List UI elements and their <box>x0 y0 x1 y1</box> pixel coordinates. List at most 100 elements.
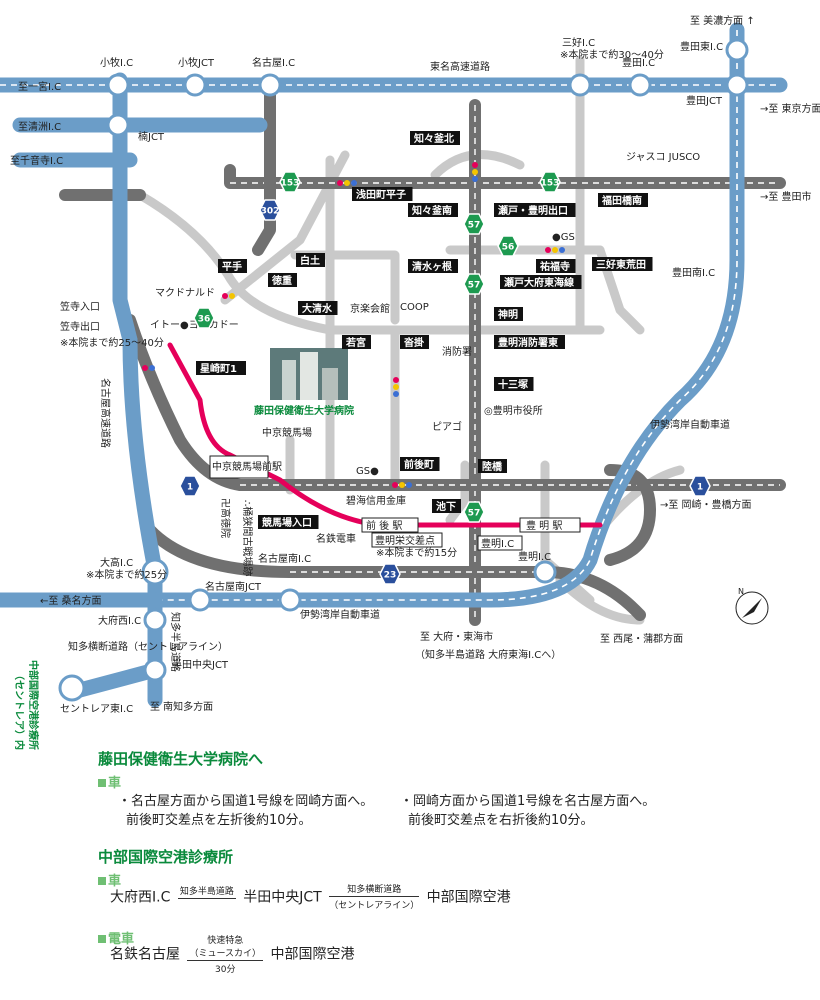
intersection-label: 浅田町平子 <box>356 188 406 201</box>
dir-kiyosu: 至清洲I.C <box>18 120 61 133</box>
intersection-label: 豊明消防署東 <box>498 336 558 349</box>
meitetsu-railway <box>167 342 603 528</box>
place-toyoake-sakae-note: ※本院まで約15分 <box>376 546 457 559</box>
ic-toyota-jct: 豊田JCT <box>686 94 723 107</box>
intersection-box <box>408 259 458 273</box>
airport-train-route: 名鉄名古屋 快速特急（ミュースカイ）30分 中部国際空港 <box>110 936 355 975</box>
place-kyoraku: 京楽会館 <box>350 302 390 315</box>
ic-centrair-east: セントレア東I.C <box>60 702 133 715</box>
intersection-box <box>196 361 246 375</box>
ic-kasadera-note: ※本院まで約25〜40分 <box>60 336 164 349</box>
place-jusco: ジャスコ JUSCO <box>626 152 700 163</box>
intersection-box <box>536 259 576 273</box>
ic-kusunoki-jct: 楠JCT <box>138 130 165 143</box>
intersection-box <box>494 335 565 349</box>
intersection-box <box>400 457 440 471</box>
intersection-box <box>408 203 458 217</box>
intersection-box <box>500 275 582 289</box>
dir-mino: 至 美濃方面 ↑ <box>690 14 755 27</box>
intersection-box <box>400 335 429 349</box>
route-number: 1 <box>187 483 193 493</box>
intersection-label: 大清水 <box>302 302 333 315</box>
intersection-label: 知々釜北 <box>413 132 454 145</box>
intersection-label: 若宮 <box>345 336 366 349</box>
intersection-box <box>478 459 507 473</box>
intersection-label: 三好東荒田 <box>596 258 646 271</box>
dir-obu-tokai-sub: （知多半島道路 大府東海I.Cへ） <box>415 648 561 661</box>
route-number: 57 <box>468 281 481 291</box>
intersection-label: 祐福寺 <box>540 260 570 273</box>
place-okehazama: ∴桶狭間古戦場跡 <box>241 500 254 576</box>
place-hospital: 藤田保健衛生大学病院 <box>254 404 354 417</box>
route-number: 57 <box>468 221 481 231</box>
route-number: 153 <box>541 179 560 189</box>
train-section-label: 電車 <box>98 928 134 947</box>
intersection-box <box>494 203 576 217</box>
dir-kuwana: ←至 桑名方面 <box>40 594 102 607</box>
intersection-box <box>218 259 247 273</box>
intersection-label: 池下 <box>436 500 456 513</box>
ic-odaka-note: ※本院まで約25分 <box>86 568 167 581</box>
place-mcdonalds: マクドナルド <box>155 287 215 299</box>
ic-toyoake: 豊明I.C <box>518 550 551 563</box>
intersection-label: 沓掛 <box>403 336 425 349</box>
ic-kasadera-in: 笠寺入口 <box>60 300 100 313</box>
airport-title: 中部国際空港診療所 <box>98 848 234 866</box>
place-fire: 消防署 <box>442 345 472 358</box>
place-cityhall: ◎豊明市役所 <box>484 404 543 417</box>
intersection-label: 瀬戸大府東海線 <box>504 276 574 289</box>
signal-dots <box>142 162 565 488</box>
intersection-box <box>268 273 297 287</box>
ic-ise-bay-west: 伊勢湾岸自動車道 <box>300 608 380 621</box>
ic-nagoya-minami-jct: 名古屋南JCT <box>205 580 262 593</box>
intersection-label: 瀬戸・豊明出口 <box>498 204 568 217</box>
place-labels: ジャスコ JUSCO ●GS GS● マクドナルド イトー●ヨーカドー 京楽会館… <box>13 152 700 750</box>
intersection-label: 陸橋 <box>482 460 503 473</box>
hospital-title: 藤田保健衛生大学病院へ <box>98 750 264 768</box>
toyoake-ic-box: 豊明I.C <box>481 537 514 550</box>
dir-tokyo: →至 東京方面 <box>760 102 820 115</box>
route-badge <box>497 235 519 257</box>
intersection-box <box>298 301 338 315</box>
route-badge <box>463 273 485 295</box>
ic-toyota: 豊田I.C <box>622 56 655 69</box>
place-centrair: 中部国際空港診療所 <box>27 660 40 750</box>
ic-toyota-higashi: 豊田東I.C <box>680 40 723 53</box>
route-number: 57 <box>468 509 481 519</box>
place-centrair-sub: （セントレア）内 <box>13 670 26 750</box>
dir-nishio: 至 西尾・蒲郡方面 <box>600 632 683 645</box>
route-badge <box>463 213 485 235</box>
ic-miyoshi: 三好I.C <box>562 37 595 49</box>
station-zengo: 前 後 駅 <box>366 519 402 532</box>
ic-chita-road: 知多半島道路 <box>169 612 182 672</box>
place-takatokuin: 卍高徳院 <box>219 498 232 538</box>
intersection-label: 十三塚 <box>498 378 528 391</box>
route-badge <box>179 475 201 497</box>
ic-odaka: 大高I.C <box>100 556 133 569</box>
intersection-label: 平手 <box>222 260 242 273</box>
route-number: 1 <box>697 483 703 493</box>
place-piago: ピアゴ <box>432 420 462 433</box>
dir-toyota-city: →至 豊田市 <box>760 190 812 203</box>
place-gs1: ●GS <box>552 232 575 243</box>
dir-minami-chita: 至 南知多方面 <box>150 700 213 713</box>
intersection-label: 競馬場入口 <box>262 516 312 529</box>
intersection-label: 福田橋南 <box>601 194 642 207</box>
route-number: 56 <box>502 243 515 253</box>
ic-ise-bay-east: 伊勢湾岸自動車道 <box>650 418 730 431</box>
place-racecourse: 中京競馬場 <box>262 426 312 439</box>
intersection-box <box>494 377 534 391</box>
place-hekikai: 碧海信用金庫 <box>346 494 406 507</box>
route-badge <box>379 563 401 585</box>
ic-labels: 小牧I.C 小牧JCT 名古屋I.C 東名高速道路 三好I.C ※本院まで約30… <box>60 37 730 715</box>
ic-toyota-minami: 豊田南I.C <box>672 266 715 279</box>
station-chukyo: 中京競馬場前駅 <box>212 460 282 473</box>
station-toyoake: 豊 明 駅 <box>526 519 562 532</box>
intersection-box <box>296 253 325 267</box>
route-badge <box>463 501 485 523</box>
intersection-labels: 知々釜北浅田町平子知々釜南瀬戸・豊明出口福田橋南平手白土徳重清水ヶ根祐福寺三好東… <box>196 131 653 529</box>
hospital-photo <box>270 348 348 400</box>
intersection-box <box>592 257 653 271</box>
route-number: 153 <box>281 179 300 189</box>
